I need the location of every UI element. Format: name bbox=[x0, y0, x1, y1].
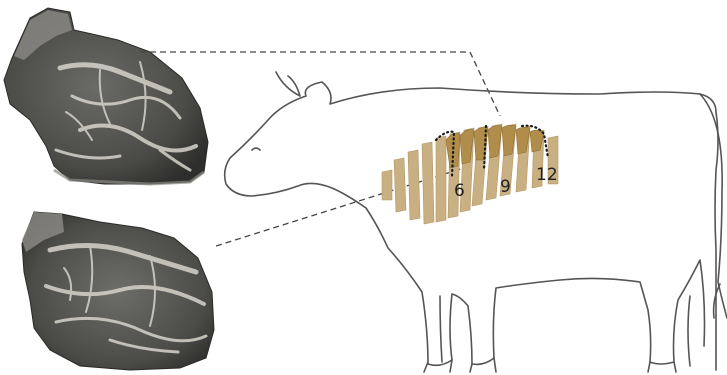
rib-3 bbox=[408, 150, 420, 220]
rib-roast-photo-top bbox=[4, 8, 208, 184]
rib-1 bbox=[382, 170, 392, 200]
rib-2 bbox=[394, 158, 406, 212]
rib-label-12: 12 bbox=[536, 165, 558, 185]
rib-label-6: 6 bbox=[454, 181, 465, 201]
rib-5 bbox=[436, 136, 446, 222]
rib-roast-photo-bottom bbox=[22, 212, 214, 370]
cow-outline bbox=[225, 72, 727, 372]
rib-label-9: 9 bbox=[500, 177, 511, 197]
rib-4 bbox=[422, 142, 434, 224]
